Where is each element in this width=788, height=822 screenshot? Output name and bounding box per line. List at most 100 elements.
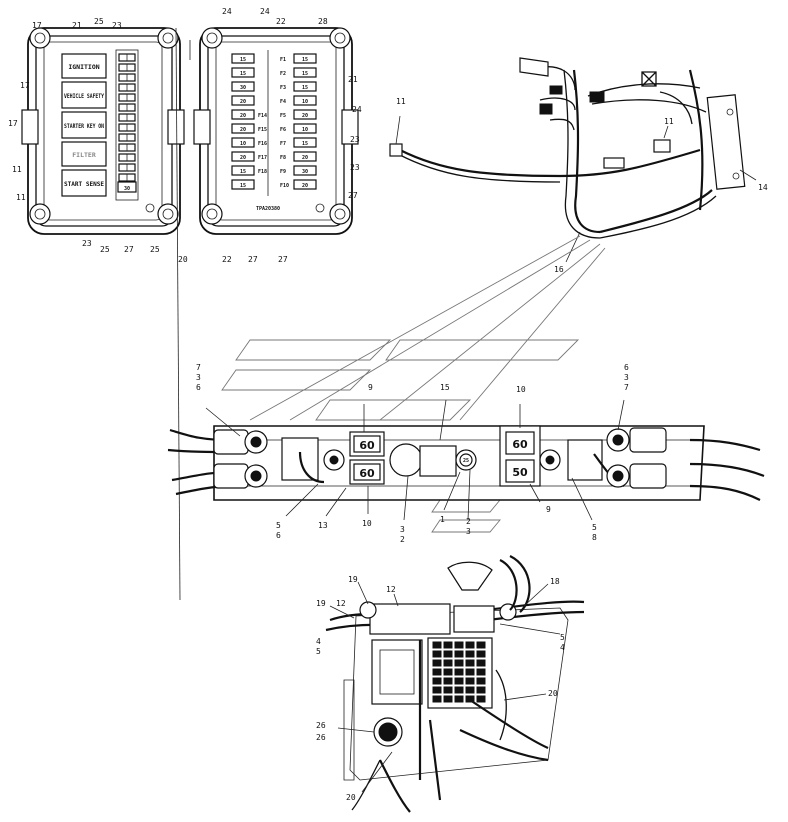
- fuse-value: 20: [240, 99, 246, 105]
- mini-fuse: [465, 686, 475, 694]
- callout-number: 16: [554, 265, 564, 274]
- mini-fuse: [443, 650, 453, 658]
- callout-number: 14: [758, 183, 768, 192]
- fuse-slot: [293, 109, 317, 120]
- callout-number: 15: [440, 383, 450, 392]
- fuse-slot: [231, 95, 255, 106]
- fuse-value: 30: [302, 169, 308, 175]
- callout-number: 23: [112, 21, 122, 30]
- relay-right-bottom-value: 50: [512, 466, 528, 479]
- fuse-value: 10: [302, 127, 308, 133]
- callout-number: 11: [16, 193, 26, 202]
- callout-number: 3: [466, 527, 471, 536]
- fuse-slot: [231, 67, 255, 78]
- mini-fuse: [443, 641, 453, 649]
- callout-number: 3: [624, 373, 629, 382]
- fuse-slot: [293, 53, 317, 64]
- callout-number: 13: [318, 521, 328, 530]
- fuse-column-left: 30: [115, 49, 139, 201]
- callout-number: 5: [560, 633, 565, 642]
- callout-number: 6: [624, 363, 629, 372]
- relay-slots: IGNITION VEHICLE SAFETY STARTER KEY ON F…: [61, 53, 107, 197]
- mini-fuse: [476, 668, 486, 676]
- callout-number: 24: [222, 7, 232, 16]
- fuse-id: F15: [258, 127, 267, 133]
- fuse-slot: [293, 95, 317, 106]
- fuse-slot: [293, 165, 317, 176]
- relay-left-top-value: 60: [359, 439, 375, 452]
- fuse-id: F17: [258, 155, 267, 161]
- callout-number: 26: [316, 721, 326, 730]
- fuse-value: 30: [240, 85, 246, 91]
- relay-left-bottom-value: 60: [359, 467, 375, 480]
- fuse-value: 15: [240, 183, 246, 189]
- callout-number: 6: [276, 531, 281, 540]
- callout-number: 11: [664, 117, 674, 126]
- callout-number: 10: [516, 385, 526, 394]
- relay-right-top-value: 60: [512, 438, 528, 451]
- fuse-id: F8: [280, 155, 286, 161]
- mini-fuse: [476, 677, 486, 685]
- mini-fuse: [465, 668, 475, 676]
- fuse-id: F14: [258, 113, 267, 119]
- callout-number: 10: [362, 519, 372, 528]
- callout-number: 20: [548, 689, 558, 698]
- mini-fuse: [465, 695, 475, 703]
- fuse-value: 20: [240, 127, 246, 133]
- wire-harness: [389, 57, 757, 263]
- relay-start-sense-label: START SENSE: [64, 180, 104, 188]
- mini-fuse: [443, 677, 453, 685]
- callouts-harness: 11 11 14 16: [396, 97, 768, 274]
- callout-number: 25: [100, 245, 110, 254]
- fuse-id: F7: [280, 141, 286, 147]
- fuse-id: F1: [280, 57, 286, 63]
- relay-starter-key-on-label: STARTER KEY ON: [64, 122, 104, 130]
- mini-fuse: [454, 659, 464, 667]
- callout-number: 22: [222, 255, 232, 264]
- bottom-fuse-grid: [432, 641, 486, 703]
- callouts-bottom-assembly: 19 12 18 19 12 4 5 5 4 20 26 26 20: [316, 575, 565, 802]
- mini-fuse: [476, 695, 486, 703]
- projection-lines: [221, 235, 606, 533]
- mini-fuse: [454, 686, 464, 694]
- fuse-value: 15: [302, 57, 308, 63]
- callout-number: 21: [348, 75, 358, 84]
- fuse-slot: [293, 67, 317, 78]
- fuse-slot: [293, 123, 317, 134]
- fuse-slot: [293, 137, 317, 148]
- callout-number: 2: [466, 517, 471, 526]
- callout-number: 28: [318, 17, 328, 26]
- callout-number: 20: [178, 255, 188, 264]
- mini-fuse: [443, 686, 453, 694]
- callout-number: 9: [546, 505, 551, 514]
- fuse-slot: [231, 123, 255, 134]
- fuse-id: F16: [258, 141, 267, 147]
- fuse-slot: [231, 109, 255, 120]
- callout-number: 6: [196, 383, 201, 392]
- fuse-slot: [293, 179, 317, 190]
- fuse-value: 20: [302, 183, 308, 189]
- callout-number: 7: [196, 363, 201, 372]
- mini-fuse: [432, 668, 442, 676]
- callout-number: 17: [8, 119, 18, 128]
- callout-number: 17: [32, 21, 42, 30]
- fuse-value: 20: [302, 155, 308, 161]
- fuse-value: 10: [240, 141, 246, 147]
- fuse-value: 15: [302, 141, 308, 147]
- mini-fuse: [454, 668, 464, 676]
- mini-fuse: [476, 659, 486, 667]
- fuse-id: F10: [280, 183, 289, 189]
- fuse-id: F18: [258, 169, 267, 175]
- fuse-id: F3: [280, 85, 286, 91]
- fuse-panel-left: IGNITION VEHICLE SAFETY STARTER KEY ON F…: [21, 27, 185, 235]
- fuse-slot: [231, 151, 255, 162]
- fuse-id: F4: [280, 99, 286, 105]
- callout-number: 12: [336, 599, 346, 608]
- fuse-value: 15: [240, 169, 246, 175]
- fuse-value: 20: [302, 113, 308, 119]
- callout-number: 24: [352, 105, 362, 114]
- mini-fuse: [465, 677, 475, 685]
- mini-fuse: [465, 641, 475, 649]
